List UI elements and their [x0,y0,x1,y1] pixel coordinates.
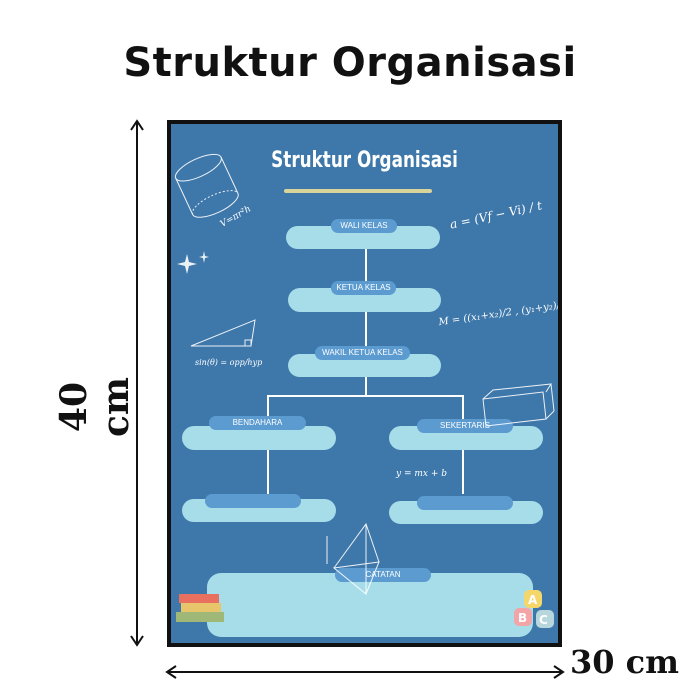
math-doodles: A B C [174,153,555,628]
connector-right [462,395,464,427]
page-title: Struktur Organisasi [123,40,577,86]
connector-branch [267,395,464,397]
line-formula: y = mx + b [396,469,447,479]
bendahara-sub-label [205,494,301,508]
poster-title: Struktur Organisasi [271,148,458,173]
wali-kelas-label: WALI KELAS [331,219,397,233]
width-label: 30 cm [570,643,680,681]
bendahara-box[interactable] [182,426,336,450]
triangle-icon [190,319,256,347]
sine-formula: sin(θ) = opp/hyp [195,358,263,367]
sekertaris-sub-label [417,496,513,510]
title-underline [284,189,432,193]
pyramid-icon [326,522,380,595]
connector-left [267,395,269,427]
catatan-label: CATATAN [335,568,431,582]
bendahara-label: BENDAHARA [209,416,306,430]
sekertaris-label: SEKERTARIS [417,419,513,433]
ketua-kelas-label: KETUA KELAS [331,281,396,295]
height-label: 40 cm [53,377,137,438]
wakil-ketua-label: WAKIL KETUA KELAS [315,346,410,360]
abc-blocks-icon: A B C [514,590,554,628]
box-icon [482,383,555,427]
connector-left-sub [267,450,269,494]
cylinder-icon [174,153,239,218]
svg-text:A: A [528,593,538,607]
svg-text:B: B [518,611,527,625]
connector-main [365,249,367,397]
svg-text:C: C [539,613,548,627]
sparkle-icon [177,251,209,274]
org-chart-poster: Struktur Organisasi WALI KELAS KETUA KEL… [167,120,562,647]
wali-kelas-box[interactable] [286,226,440,249]
books-icon [176,594,224,622]
connector-right-sub [462,450,464,494]
